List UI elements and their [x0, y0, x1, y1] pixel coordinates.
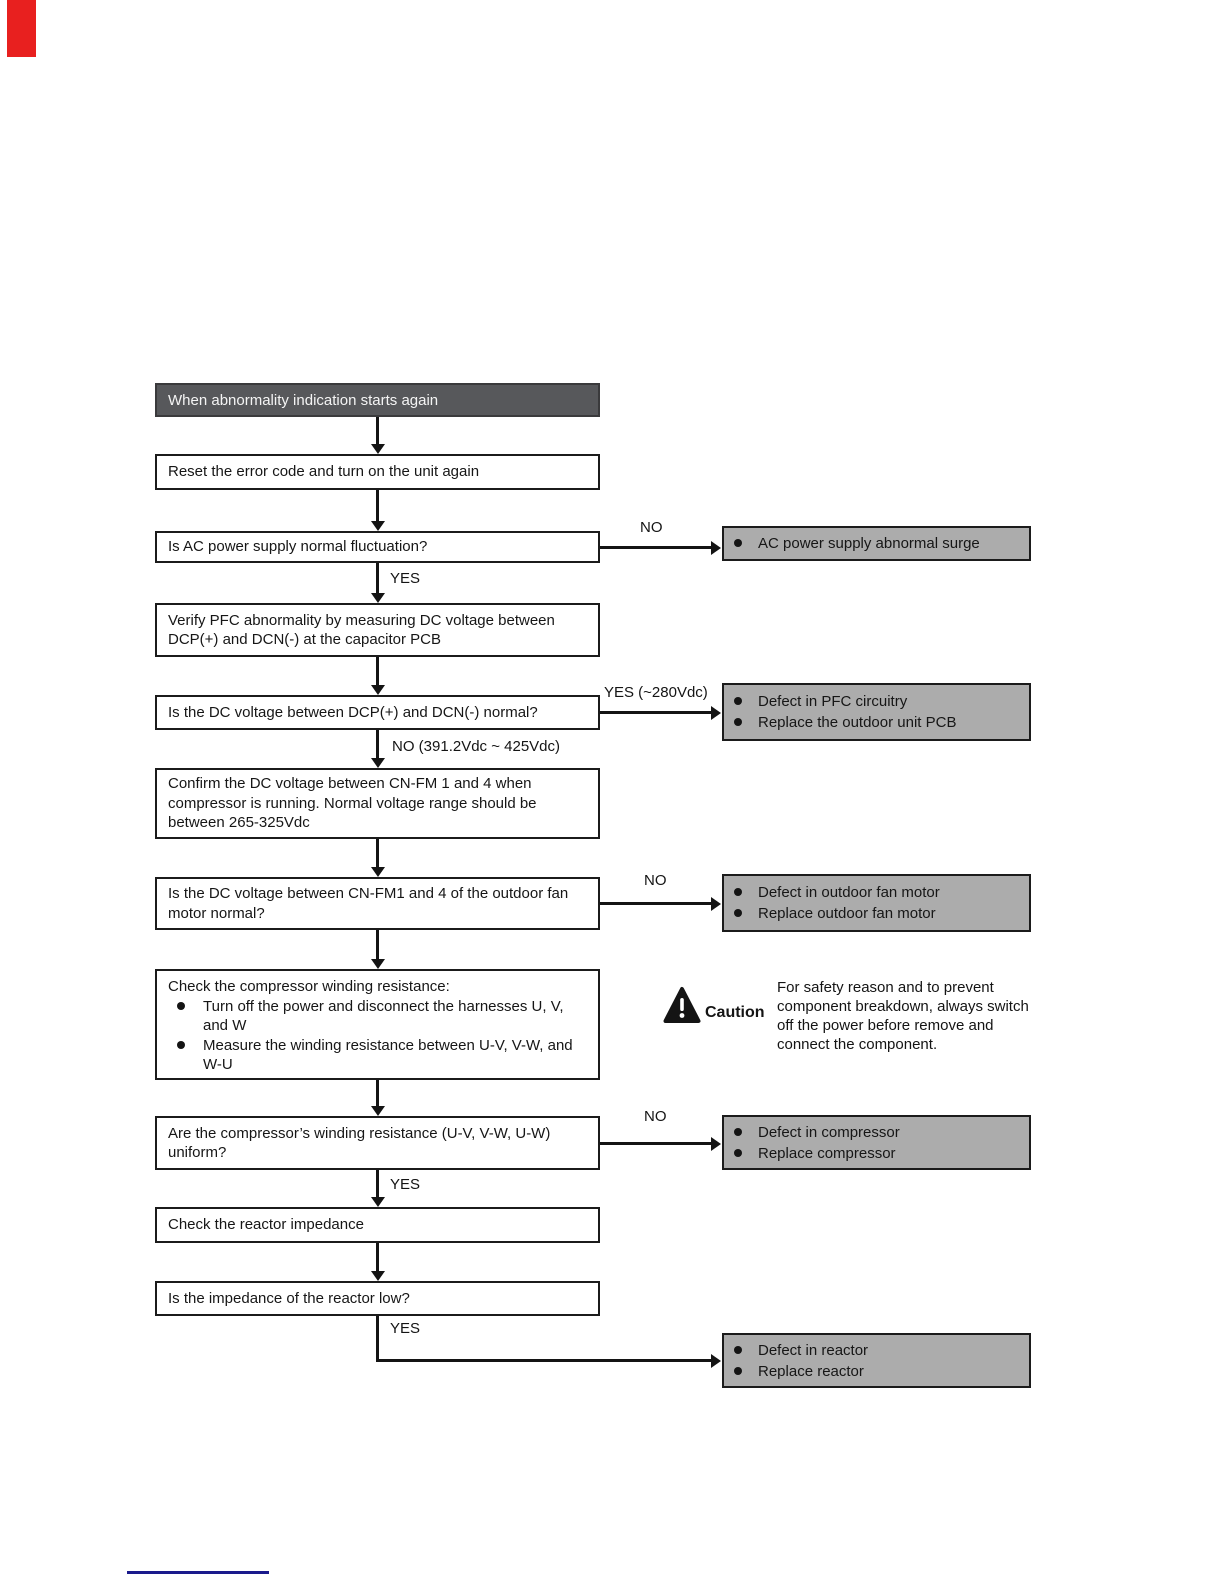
bullet-icon [734, 1127, 742, 1136]
flow-box-fan-question-text: Is the DC voltage between CN-FM1 and 4 o… [168, 885, 569, 922]
blue-underline [127, 1571, 269, 1574]
arrow-right-icon [600, 705, 721, 720]
flow-header-text: When abnormality indication starts again [168, 391, 439, 409]
result-fan-item-2: Replace outdoor fan motor [724, 903, 1029, 924]
arrow-right-icon [600, 896, 721, 911]
result-box-reactor: Defect in reactor Replace reactor [722, 1333, 1031, 1388]
arrow-down-icon [370, 930, 385, 969]
caution-text: For safety reason and to prevent compone… [777, 979, 1029, 1053]
result-pfc-item-2-text: Replace the outdoor unit PCB [758, 714, 957, 731]
edge-label-yes: YES [390, 1320, 421, 1337]
bullet-icon [734, 539, 742, 547]
result-pfc-item-1-text: Defect in PFC circuitry [758, 693, 908, 710]
flow-box-compressor-check: Check the compressor winding resistance:… [155, 969, 600, 1080]
edge-label-no: NO [640, 519, 663, 536]
bullet-icon [734, 1345, 742, 1354]
result-pfc-item-1: Defect in PFC circuitry [724, 691, 1029, 712]
bullet-icon [734, 718, 742, 726]
result-box-compressor: Defect in compressor Replace compressor [722, 1115, 1031, 1170]
bullet-icon [734, 888, 742, 896]
result-compressor-item-2: Replace compressor [724, 1143, 1029, 1164]
arrow-down-icon [370, 657, 385, 695]
flow-box-impedance-question: Is the impedance of the reactor low? [155, 1281, 600, 1316]
bullet-icon [177, 1040, 185, 1049]
flow-box-reactor-check-text: Check the reactor impedance [168, 1216, 364, 1234]
arrow-down-icon [370, 563, 385, 603]
result-box-pfc: Defect in PFC circuitry Replace the outd… [722, 683, 1031, 741]
arrow-down-icon [370, 1243, 385, 1281]
flow-box-verify-pfc-text: Verify PFC abnormality by measuring DC v… [168, 611, 555, 649]
result-fan-item-1: Defect in outdoor fan motor [724, 882, 1029, 903]
arrow-right-icon [600, 540, 721, 555]
flow-box-ac-question: Is AC power supply normal fluctuation? [155, 531, 600, 563]
flow-box-impedance-question-text: Is the impedance of the reactor low? [168, 1289, 410, 1307]
result-box-fan: Defect in outdoor fan motor Replace outd… [722, 874, 1031, 932]
flow-box-reset-text: Reset the error code and turn on the uni… [168, 463, 480, 481]
flow-box-winding-question-text: Are the compressor’s winding resistance … [168, 1124, 551, 1162]
bullet-icon [177, 1001, 185, 1010]
result-box-surge: AC power supply abnormal surge [722, 526, 1031, 561]
flow-box-reactor-check: Check the reactor impedance [155, 1207, 600, 1243]
bullet-icon [734, 909, 742, 917]
flow-box-confirm-voltage: Confirm the DC voltage between CN-FM 1 a… [155, 768, 600, 839]
caution-label: Caution [705, 1004, 765, 1021]
result-surge-item-1: AC power supply abnormal surge [724, 533, 1029, 554]
arrow-down-icon [370, 839, 385, 877]
edge-label-yes: YES [390, 1176, 421, 1193]
flow-box-fan-question: Is the DC voltage between CN-FM1 and 4 o… [155, 877, 600, 930]
flow-box-winding-question: Are the compressor’s winding resistance … [155, 1116, 600, 1170]
edge-label-no: NO [644, 1108, 667, 1125]
arrow-down-icon [370, 1170, 385, 1207]
result-fan-item-2-text: Replace outdoor fan motor [758, 905, 936, 922]
arrow-down-icon [370, 1080, 385, 1116]
edge-label-no: NO [644, 872, 667, 889]
edge-label-yes-280vdc: YES (~280Vdc) [604, 684, 708, 701]
flow-box-reset: Reset the error code and turn on the uni… [155, 454, 600, 490]
result-surge-item-1-text: AC power supply abnormal surge [758, 535, 980, 552]
result-reactor-item-2: Replace reactor [724, 1361, 1029, 1382]
flow-box-verify-pfc: Verify PFC abnormality by measuring DC v… [155, 603, 600, 657]
bullet-icon [734, 1148, 742, 1157]
arrow-right-icon [377, 1353, 721, 1368]
bullet-icon [734, 1366, 742, 1375]
flow-box-dcp-question-text: Is the DC voltage between DCP(+) and DCN… [168, 703, 538, 721]
flow-box-compressor-check-title: Check the compressor winding resistance: [168, 978, 450, 995]
result-compressor-item-1-text: Defect in compressor [758, 1123, 900, 1141]
compressor-check-bullet-1-text: Turn off the power and disconnect the ha… [203, 997, 564, 1035]
flow-box-dcp-question: Is the DC voltage between DCP(+) and DCN… [155, 695, 600, 730]
flow-box-confirm-voltage-text: Confirm the DC voltage between CN-FM 1 a… [168, 775, 537, 832]
bullet-icon [734, 697, 742, 705]
compressor-check-bullet-2: Measure the winding resistance between U… [168, 1036, 590, 1075]
result-reactor-item-1-text: Defect in reactor [758, 1341, 869, 1359]
flow-box-ac-question-text: Is AC power supply normal fluctuation? [168, 538, 428, 556]
edge-label-yes: YES [390, 570, 421, 587]
caution-icon [663, 986, 701, 1031]
arrow-down-icon [370, 490, 385, 531]
result-reactor-item-2-text: Replace reactor [758, 1362, 864, 1380]
result-pfc-item-2: Replace the outdoor unit PCB [724, 712, 1029, 733]
arrow-down-icon [370, 730, 385, 768]
edge-label-no-391vdc: NO (391.2Vdc ~ 425Vdc) [392, 738, 561, 755]
red-marker [7, 0, 36, 57]
connector-line [376, 1316, 379, 1362]
result-fan-item-1-text: Defect in outdoor fan motor [758, 884, 940, 901]
arrow-right-icon [600, 1136, 721, 1151]
arrow-down-icon [370, 417, 385, 454]
compressor-check-bullet-2-text: Measure the winding resistance between U… [203, 1036, 573, 1074]
result-compressor-item-1: Defect in compressor [724, 1122, 1029, 1143]
result-compressor-item-2-text: Replace compressor [758, 1144, 896, 1162]
result-reactor-item-1: Defect in reactor [724, 1340, 1029, 1361]
flow-header: When abnormality indication starts again [155, 383, 600, 417]
compressor-check-bullet-1: Turn off the power and disconnect the ha… [168, 997, 590, 1036]
